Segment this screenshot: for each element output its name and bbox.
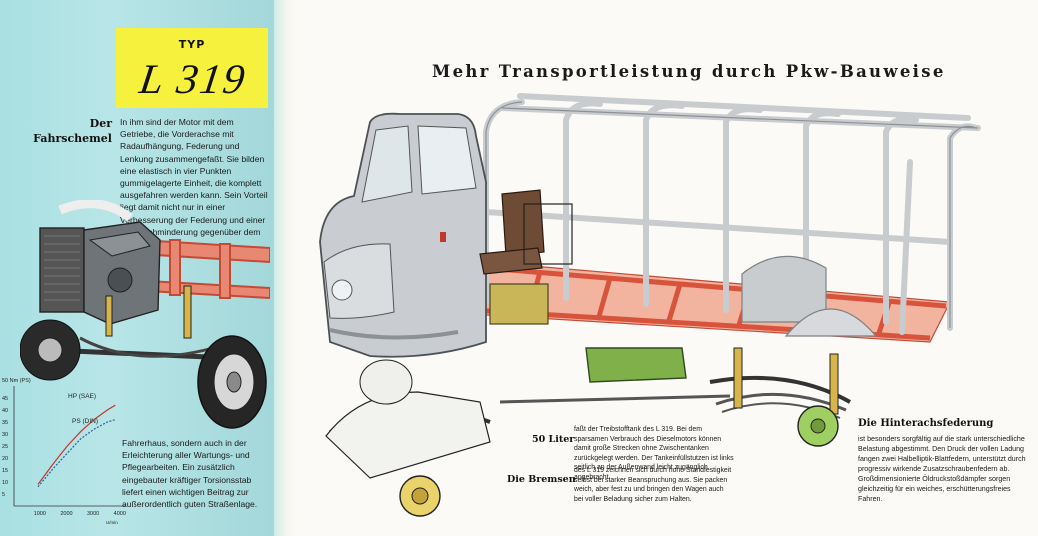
legend-hp-sae: HP (SAE) [68, 393, 96, 400]
cab [319, 112, 487, 358]
fahrschemel-illustration [20, 200, 270, 429]
chart-xlabel: U/min [106, 520, 118, 525]
chart-y-tick: 40 [2, 408, 8, 414]
main-heading: Mehr Transportleistung durch Pkw-Bauweis… [432, 62, 946, 81]
rear-wheel-cover [784, 308, 878, 337]
battery-box [489, 283, 549, 325]
chart-series [37, 404, 116, 488]
rear-wheel-arch [741, 255, 827, 323]
power-curve-chart: 50 Nm (PS) 45 40 35 30 25 20 15 10 5 1000 2000 300… [2, 378, 126, 525]
chart-x-tick: 1000 [34, 511, 46, 517]
typ-model: L 319 [136, 57, 250, 103]
front-brake-drum [399, 475, 441, 517]
chart-series-line [37, 419, 116, 488]
front-axle [325, 359, 491, 479]
label-50-liter: 50 Liter [532, 434, 575, 445]
chart-y-tick: 35 [2, 420, 8, 426]
typ-label: TYP [178, 38, 206, 51]
text-bremsen: des L 319 zeichnen sich durch hohe Stand… [574, 467, 732, 503]
chart-series-line [37, 404, 116, 485]
chart-y-tick: 20 [2, 456, 8, 462]
label-bremsen: Die Bremsen [507, 474, 576, 485]
chart-y-tick: 15 [2, 468, 8, 474]
text-fahrerhaus: Fahrerhaus, sondern auch in der Erleicht… [122, 438, 258, 510]
text-50-liter: faßt der Treibstofftank des L 319. Bei d… [574, 426, 734, 481]
chart-x-tick: 4000 [114, 511, 126, 517]
label-hinterachsfederung: Die Hinterachsfederung [858, 418, 994, 429]
heading-fahrschemel-line1: Der [89, 117, 112, 130]
drive-shaft [499, 394, 731, 404]
chart-y-ticks: 45 40 35 30 25 20 15 10 5 [2, 396, 8, 498]
typ-box: TYP L 319 [116, 28, 268, 108]
legend-ps-din: PS (DIN) [72, 418, 98, 425]
left-panel: TYP L 319 Der Fahrschemel In ihm sind de… [0, 0, 274, 536]
chart-y-tick: 25 [2, 444, 8, 450]
chart-y-tick: 30 [2, 432, 8, 438]
chart-x-tick: 3000 [87, 511, 99, 517]
chart-x-ticks: 1000 2000 3000 4000 [34, 511, 126, 517]
body-cage-outline [485, 101, 979, 328]
chart-y-tick: 45 [2, 396, 8, 402]
page-fold [274, 0, 296, 536]
chart-y-tick: 5 [2, 492, 5, 498]
text-fahrschemel: In ihm sind der Motor mit dem Getriebe, … [120, 117, 268, 237]
chart-x-tick: 2000 [60, 511, 72, 517]
driver-seat [479, 189, 573, 275]
rear-axle [709, 347, 851, 419]
chart-ylabel: 50 Nm (PS) [2, 378, 31, 384]
text-hinterachsfederung: ist besonders sorgfältig auf die stark u… [858, 435, 1026, 503]
fuel-tank [585, 347, 687, 383]
tank-cap-icon [440, 232, 446, 242]
heading-fahrschemel-line2: Fahrschemel [33, 132, 112, 145]
rear-brake-drum [797, 405, 839, 447]
bus-cutaway-illustration [319, 93, 981, 517]
chart-y-tick: 10 [2, 480, 8, 486]
